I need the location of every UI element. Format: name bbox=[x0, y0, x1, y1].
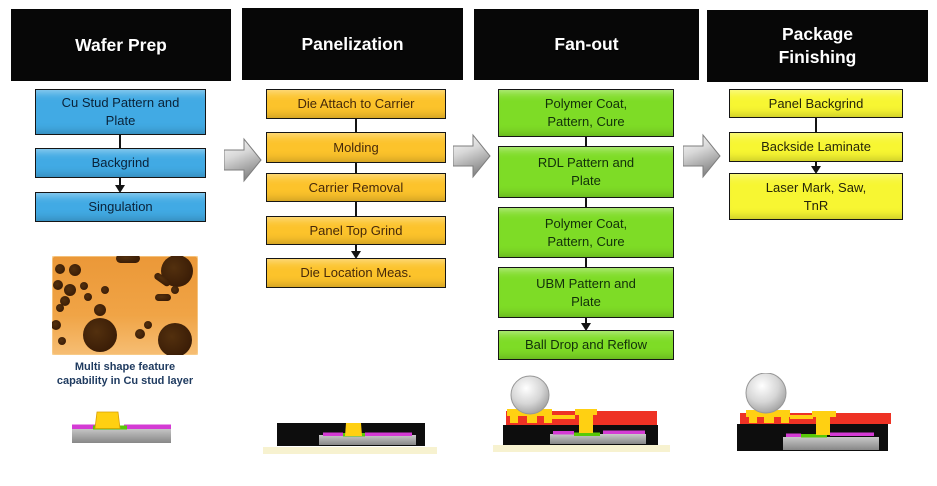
step-polymer-coat-pattern-cure-2: Polymer Coat, Pattern, Cure bbox=[498, 207, 674, 258]
flow-arrow-icon bbox=[224, 138, 262, 182]
step-connector bbox=[355, 202, 357, 216]
step-connector bbox=[585, 258, 587, 267]
column-header-fan-out: Fan-out bbox=[474, 9, 699, 80]
step-connector bbox=[355, 163, 357, 173]
step-ubm-pattern-and-plate: UBM Pattern and Plate bbox=[498, 267, 674, 318]
micrograph-caption: Multi shape feature capability in Cu stu… bbox=[56, 361, 194, 387]
down-arrowhead-icon bbox=[351, 251, 361, 259]
panelization-cross-section-image bbox=[263, 423, 437, 454]
step-connector bbox=[119, 135, 121, 148]
down-arrowhead-icon bbox=[581, 323, 591, 331]
wafer-prep-cross-section-image bbox=[72, 411, 171, 443]
step-molding: Molding bbox=[266, 132, 446, 163]
step-polymer-coat-pattern-cure-1: Polymer Coat, Pattern, Cure bbox=[498, 89, 674, 137]
step-connector bbox=[119, 178, 121, 186]
step-connector bbox=[585, 198, 587, 207]
cu-stud-micrograph-image bbox=[52, 256, 198, 355]
column-header-panelization: Panelization bbox=[242, 8, 463, 80]
step-ball-drop-and-reflow: Ball Drop and Reflow bbox=[498, 330, 674, 360]
step-laser-mark-saw-tnr: Laser Mark, Saw, TnR bbox=[729, 173, 903, 220]
down-arrowhead-icon bbox=[811, 166, 821, 174]
column-header-wafer-prep: Wafer Prep bbox=[11, 9, 231, 81]
column-header-package-finishing: Package Finishing bbox=[707, 10, 928, 82]
down-arrowhead-icon bbox=[115, 185, 125, 193]
step-connector bbox=[815, 162, 817, 168]
step-die-location-meas: Die Location Meas. bbox=[266, 258, 446, 288]
step-backside-laminate: Backside Laminate bbox=[729, 132, 903, 162]
step-panel-top-grind: Panel Top Grind bbox=[266, 216, 446, 245]
step-singulation: Singulation bbox=[35, 192, 206, 222]
step-carrier-removal: Carrier Removal bbox=[266, 173, 446, 202]
fan-out-cross-section-image bbox=[493, 375, 670, 452]
step-connector bbox=[585, 318, 587, 325]
step-backgrind: Backgrind bbox=[35, 148, 206, 178]
step-connector bbox=[355, 119, 357, 132]
step-rdl-pattern-and-plate: RDL Pattern and Plate bbox=[498, 146, 674, 198]
step-panel-backgrind: Panel Backgrind bbox=[729, 89, 903, 118]
step-connector bbox=[585, 137, 587, 146]
step-connector bbox=[815, 118, 817, 132]
step-die-attach-to-carrier: Die Attach to Carrier bbox=[266, 89, 446, 119]
step-connector bbox=[355, 245, 357, 252]
package-finishing-cross-section-image bbox=[737, 373, 891, 451]
step-cu-stud-pattern-plate: Cu Stud Pattern and Plate bbox=[35, 89, 206, 135]
flow-arrow-icon bbox=[683, 134, 721, 178]
flow-arrow-icon bbox=[453, 134, 491, 178]
